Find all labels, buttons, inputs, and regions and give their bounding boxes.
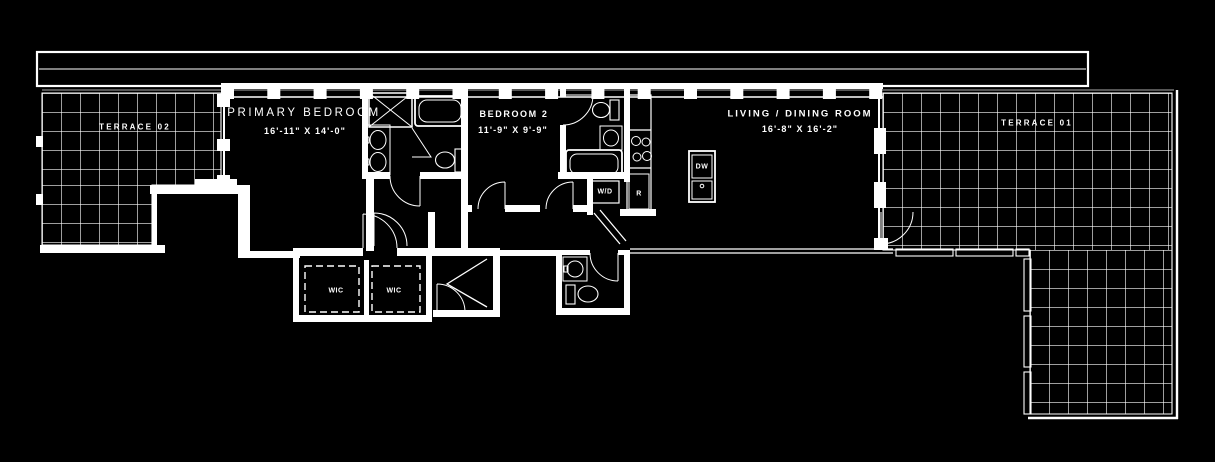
railing-panel-icon xyxy=(895,248,1032,415)
door-swing-icon xyxy=(362,94,914,313)
wic-2-label: WIC xyxy=(386,287,402,295)
terrace-02-grid-upper xyxy=(42,93,221,185)
east-window-wall xyxy=(874,88,888,250)
bedroom-2-dimensions: 11'-9" X 9'-9" xyxy=(478,125,548,135)
terrace-02-grid-lower xyxy=(42,185,152,245)
bedroom-2-label: BEDROOM 2 xyxy=(479,109,549,119)
washer-dryer-label: W/D xyxy=(597,188,613,196)
terrace-outlines xyxy=(41,90,1179,420)
unit-walls xyxy=(40,85,656,322)
bathtub-icon xyxy=(414,95,466,127)
bifold-door-icon xyxy=(445,258,488,308)
kitchen-island-sink-icon xyxy=(688,150,716,203)
cooktop-burners-icon xyxy=(631,136,652,162)
refrigerator-label: R xyxy=(636,190,642,198)
sink-icon xyxy=(562,256,588,282)
living-dining-dimensions: 16'-8" X 16'-2" xyxy=(761,124,839,134)
toilet-icon xyxy=(591,99,620,121)
toilet-icon xyxy=(565,284,599,305)
bathtub-icon xyxy=(565,149,623,179)
sink-icon xyxy=(599,125,623,151)
terrace-02-rail-posts xyxy=(36,136,43,205)
terrace-01-grid-upper xyxy=(883,93,1172,250)
closet-shelf-dashed-icon xyxy=(304,265,421,313)
primary-bedroom-label: PRIMARY BEDROOM xyxy=(227,107,381,119)
washer-dryer-box xyxy=(590,180,620,204)
north-window-wall xyxy=(221,83,883,99)
living-south-wall xyxy=(630,248,893,254)
double-sink-vanity-icon xyxy=(363,124,391,176)
wic-1-label: WIC xyxy=(328,287,344,295)
dishwasher-label: DW xyxy=(695,163,709,171)
terrace-01-grid-lower xyxy=(1030,250,1172,414)
primary-bedroom-dimensions: 16'-11" X 14'-0" xyxy=(264,126,346,136)
living-dining-label: LIVING / DINING ROOM xyxy=(727,108,873,120)
terrace-02-label: TERRACE 02 xyxy=(99,122,171,132)
terrace-01-label: TERRACE 01 xyxy=(1001,118,1073,128)
toilet-icon xyxy=(434,148,466,173)
west-window-wall xyxy=(195,88,237,188)
